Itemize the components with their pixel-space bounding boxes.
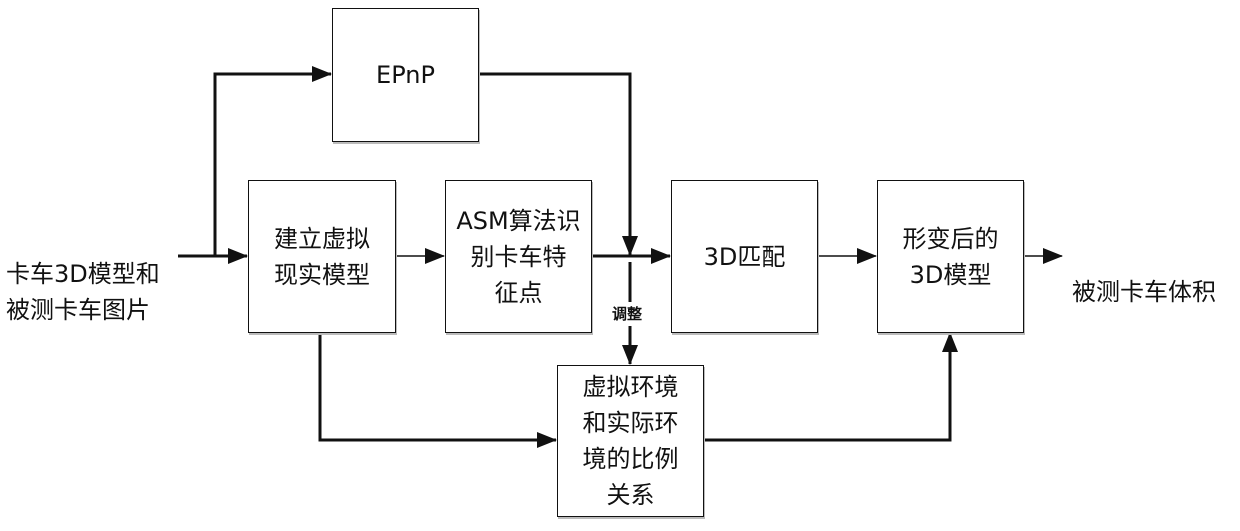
input-label: 卡车3D模型和 被测卡车图片 xyxy=(6,260,160,324)
deformed-model-label: 形变后的 3D模型 xyxy=(902,224,999,289)
deformed-model-box: 形变后的 3D模型 xyxy=(877,180,1024,333)
asm-detect-box: ASM算法识 别卡车特 征点 xyxy=(445,180,592,333)
asm-detect-label: ASM算法识 别卡车特 征点 xyxy=(456,206,581,307)
output-label: 被测卡车体积 xyxy=(1072,278,1216,306)
arrow-scale-to-deformed xyxy=(703,332,958,442)
build-vr-model-box: 建立虚拟 现实模型 xyxy=(248,180,396,333)
arrow-build-model-to-scale xyxy=(318,332,557,448)
match-3d-box: 3D匹配 xyxy=(671,180,818,333)
scale-relation-label: 虚拟环境 和实际环 境的比例 关系 xyxy=(582,373,679,509)
scale-relation-box: 虚拟环境 和实际环 境的比例 关系 xyxy=(557,365,704,517)
epnp-box-label: EPnP xyxy=(376,61,435,89)
adjust-edge-label: 调整 xyxy=(612,305,643,323)
arrow-epnp-to-junction xyxy=(478,72,638,256)
build-vr-model-label: 建立虚拟 现实模型 xyxy=(274,224,370,289)
arrow-input-to-epnp xyxy=(213,66,332,256)
epnp-box: EPnP xyxy=(332,8,479,142)
match-3d-label: 3D匹配 xyxy=(703,242,786,271)
